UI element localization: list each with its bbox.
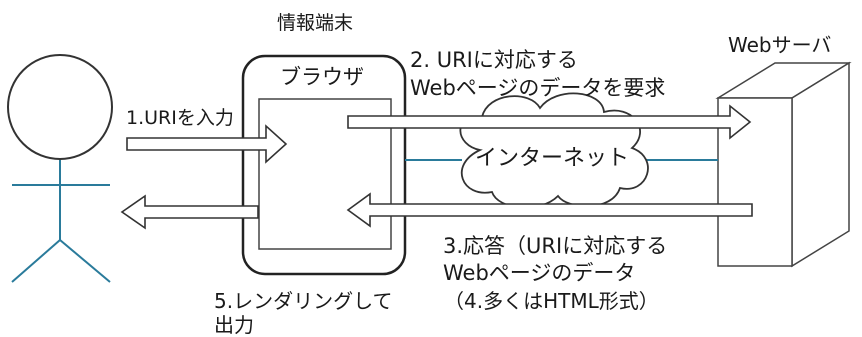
- step5-line1: 5.レンダリングして: [214, 289, 393, 313]
- arrow-input-uri: [126, 124, 288, 164]
- user-head: [7, 54, 113, 160]
- server-label: Webサーバ: [728, 33, 832, 57]
- browser-box: [258, 98, 392, 250]
- server-box: [715, 61, 852, 268]
- browser-label: ブラウザ: [280, 65, 364, 89]
- step3-line1: 3.応答（URIに対応する: [443, 234, 668, 258]
- user-left-leg: [11, 239, 61, 283]
- arrow-response: [346, 192, 753, 228]
- step3-line2: Webページのデータ: [443, 261, 636, 285]
- step2-line2: Webページのデータを要求: [410, 76, 666, 100]
- terminal-label: 情報端末: [277, 12, 354, 34]
- user-figure: [7, 54, 113, 283]
- step1-label: 1.URIを入力: [126, 107, 234, 129]
- step5-line2: 出力: [214, 313, 254, 337]
- user-right-leg: [59, 239, 111, 283]
- step4-label: （4.多くはHTML形式）: [444, 289, 659, 313]
- server-side-face: [791, 61, 850, 268]
- arrow-output: [120, 194, 259, 230]
- step2-line1: 2. URIに対応する: [410, 48, 578, 72]
- internet-label: インターネット: [475, 146, 630, 171]
- arrow-request: [347, 104, 752, 140]
- terminal-box: [241, 54, 407, 276]
